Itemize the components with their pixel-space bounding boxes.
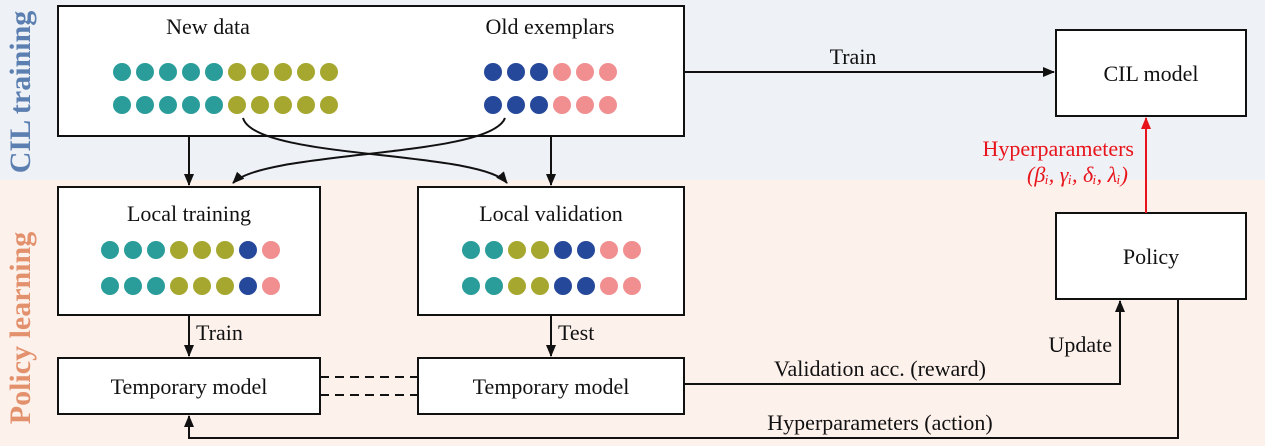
teal-sample-dot bbox=[124, 277, 142, 295]
test-local-label: Test bbox=[558, 320, 594, 345]
olive-sample-dot bbox=[216, 277, 234, 295]
pink-sample-dot bbox=[600, 241, 618, 259]
arrow-old-to-local-training bbox=[232, 117, 506, 184]
blue-sample-dot bbox=[239, 277, 257, 295]
blue-sample-dot bbox=[239, 241, 257, 259]
blue-sample-dot bbox=[554, 277, 572, 295]
policy-learning-side-label: Policy learning bbox=[4, 232, 37, 424]
olive-sample-dot bbox=[251, 96, 269, 114]
teal-sample-dot bbox=[485, 241, 503, 259]
temp-model-left-box bbox=[57, 357, 321, 415]
olive-sample-dot bbox=[320, 96, 338, 114]
blue-sample-dot bbox=[577, 241, 595, 259]
blue-sample-dot bbox=[554, 241, 572, 259]
teal-sample-dot bbox=[205, 96, 223, 114]
teal-sample-dot bbox=[136, 96, 154, 114]
olive-sample-dot bbox=[508, 241, 526, 259]
teal-sample-dot bbox=[485, 277, 503, 295]
teal-sample-dot bbox=[182, 63, 200, 81]
pink-sample-dot bbox=[576, 63, 594, 81]
temp-model-right-box bbox=[417, 357, 685, 415]
action-label: Hyperparameters (action) bbox=[767, 410, 992, 435]
old-exemplars-dots bbox=[484, 63, 617, 114]
olive-sample-dot bbox=[251, 63, 269, 81]
cil-model-box bbox=[1055, 29, 1247, 117]
cil-model-label: CIL model bbox=[1103, 61, 1198, 86]
olive-sample-dot bbox=[297, 96, 315, 114]
blue-sample-dot bbox=[484, 63, 502, 81]
local-training-dots bbox=[101, 241, 280, 295]
teal-sample-dot bbox=[101, 277, 119, 295]
teal-sample-dot bbox=[147, 241, 165, 259]
teal-sample-dot bbox=[113, 96, 131, 114]
blue-sample-dot bbox=[507, 96, 525, 114]
olive-sample-dot bbox=[170, 241, 188, 259]
validation-reward-label: Validation acc. (reward) bbox=[774, 356, 986, 381]
temp-model-right-label: Temporary model bbox=[473, 374, 630, 399]
blue-sample-dot bbox=[530, 96, 548, 114]
olive-sample-dot bbox=[216, 241, 234, 259]
teal-sample-dot bbox=[159, 96, 177, 114]
pink-sample-dot bbox=[262, 241, 280, 259]
blue-sample-dot bbox=[530, 63, 548, 81]
old-exemplars-label: Old exemplars bbox=[486, 14, 615, 39]
pink-sample-dot bbox=[600, 277, 618, 295]
local-validation-dots bbox=[462, 241, 641, 295]
arrow-reward-to-policy bbox=[684, 300, 1125, 385]
pink-sample-dot bbox=[553, 63, 571, 81]
olive-sample-dot bbox=[508, 277, 526, 295]
olive-sample-dot bbox=[193, 277, 211, 295]
olive-sample-dot bbox=[297, 63, 315, 81]
policy-box bbox=[1055, 212, 1247, 300]
olive-sample-dot bbox=[320, 63, 338, 81]
blue-sample-dot bbox=[577, 277, 595, 295]
temp-model-left-label: Temporary model bbox=[111, 374, 268, 399]
local-validation-label: Local validation bbox=[479, 201, 623, 226]
pink-sample-dot bbox=[599, 63, 617, 81]
olive-sample-dot bbox=[228, 96, 246, 114]
teal-sample-dot bbox=[124, 241, 142, 259]
teal-sample-dot bbox=[136, 63, 154, 81]
pink-sample-dot bbox=[553, 96, 571, 114]
olive-sample-dot bbox=[531, 277, 549, 295]
train-top-label: Train bbox=[830, 44, 877, 69]
train-local-label: Train bbox=[196, 320, 243, 345]
new-data-dots bbox=[113, 63, 338, 114]
teal-sample-dot bbox=[113, 63, 131, 81]
olive-sample-dot bbox=[193, 241, 211, 259]
hyperparameters-math: (βᵢ, γᵢ, δᵢ, λᵢ) bbox=[1027, 162, 1128, 187]
teal-sample-dot bbox=[462, 241, 480, 259]
teal-sample-dot bbox=[101, 241, 119, 259]
olive-sample-dot bbox=[531, 241, 549, 259]
olive-sample-dot bbox=[274, 63, 292, 81]
pink-sample-dot bbox=[576, 96, 594, 114]
blue-sample-dot bbox=[484, 96, 502, 114]
olive-sample-dot bbox=[274, 96, 292, 114]
blue-sample-dot bbox=[507, 63, 525, 81]
teal-sample-dot bbox=[205, 63, 223, 81]
hyperparameters-label: Hyperparameters bbox=[983, 136, 1134, 161]
pink-sample-dot bbox=[599, 96, 617, 114]
local-training-label: Local training bbox=[127, 201, 251, 226]
olive-sample-dot bbox=[228, 63, 246, 81]
teal-sample-dot bbox=[147, 277, 165, 295]
arrow-action-to-temp-model bbox=[184, 299, 1179, 439]
new-data-label: New data bbox=[166, 14, 250, 39]
teal-sample-dot bbox=[159, 63, 177, 81]
olive-sample-dot bbox=[170, 277, 188, 295]
teal-sample-dot bbox=[462, 277, 480, 295]
policy-label: Policy bbox=[1123, 244, 1179, 269]
pink-sample-dot bbox=[623, 277, 641, 295]
pink-sample-dot bbox=[262, 277, 280, 295]
pink-sample-dot bbox=[623, 241, 641, 259]
teal-sample-dot bbox=[182, 96, 200, 114]
cil-training-side-label: CIL training bbox=[4, 11, 37, 174]
update-label: Update bbox=[1048, 332, 1112, 357]
